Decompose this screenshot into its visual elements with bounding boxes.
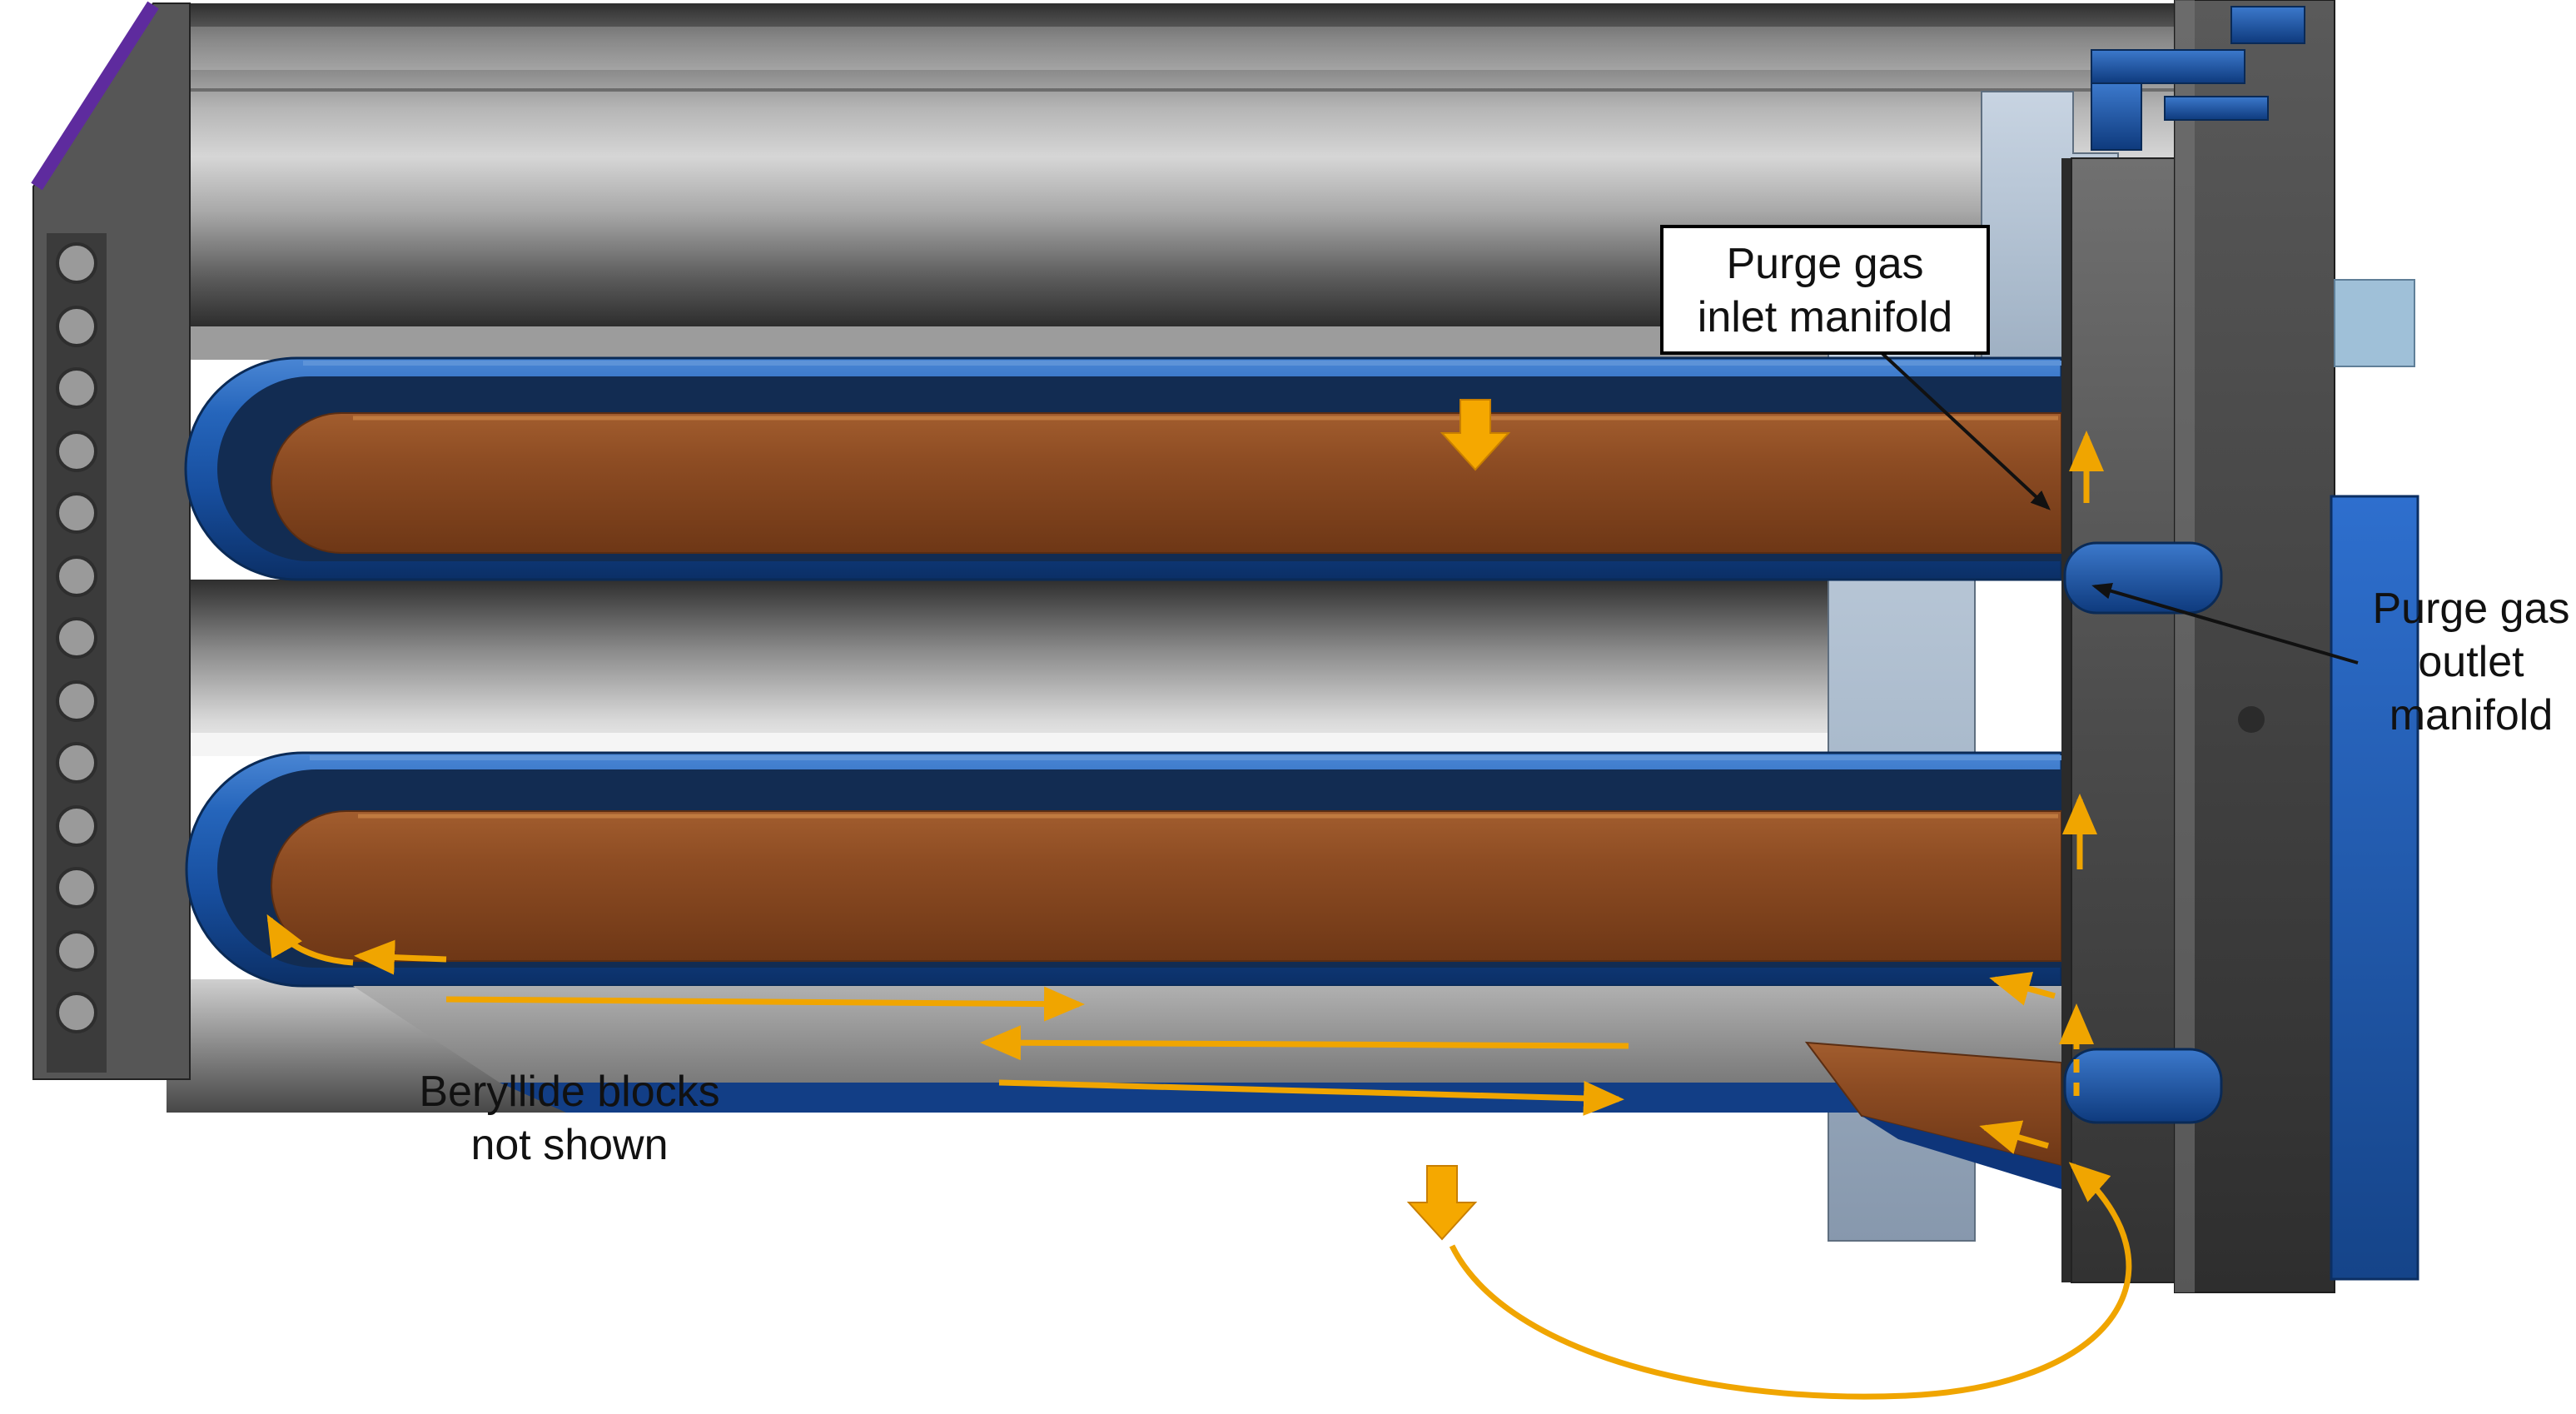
coolant-holes [56, 242, 97, 1033]
lower-wedge-blue-edge [1862, 1116, 2061, 1189]
flow-arrow-into-upper-slab [1989, 972, 2056, 1006]
inlet-label-line1: Purge gas [1726, 240, 1923, 288]
flow-arrow-down-bottom [1406, 1165, 1478, 1241]
flow-arrow-long-right-1 [445, 986, 1085, 1022]
flow-arrow-curl-left-end [266, 914, 354, 966]
inlet-leader-line [1877, 348, 2051, 510]
lower-channel [185, 751, 2063, 1189]
flow-arrow-down-top [1440, 399, 1511, 471]
inlet-label-box [1660, 225, 1990, 355]
annotations: Purge gas inlet manifold Purge gas outle… [419, 225, 2570, 1169]
bolt-hole [2238, 706, 2265, 733]
left-end-plate [31, 1, 191, 1080]
inlet-label-line2: inlet manifold [1698, 293, 1952, 341]
flow-arrow-long-left [980, 1025, 1629, 1061]
manifold-assembly [2061, 0, 2419, 1293]
lower-channel-floor [353, 986, 2061, 1083]
outlet-label-line2: outlet [2418, 638, 2524, 686]
flow-arrow-long-right-2 [998, 1079, 1624, 1116]
beryllide-note-line1: Beryllide blocks [419, 1068, 719, 1116]
outlet-label-line3: manifold [2390, 691, 2554, 739]
back-blue-plate [2330, 495, 2419, 1281]
upper-breeder-slab [271, 412, 2062, 554]
flow-arrow-bottom-loop [1449, 1162, 2132, 1400]
lower-channel-bottom-lip [500, 1083, 2061, 1113]
top-blue-fittings [2091, 6, 2305, 151]
outlet-leader-line [2091, 582, 2359, 665]
lower-breeder-slab [271, 810, 2062, 962]
flow-arrow-into-lower-slab [1979, 1120, 2049, 1154]
outlet-label-line1: Purge gas [2372, 585, 2569, 633]
upper-outlet-stub [2063, 541, 2223, 615]
middle-tube [167, 580, 1932, 756]
beryllide-note-line2: not shown [470, 1121, 668, 1169]
flow-arrows [266, 399, 2132, 1400]
upper-channel [184, 356, 2063, 581]
top-right-steel-piece [2334, 279, 2415, 367]
flow-arrow-short-left [354, 939, 447, 975]
purple-edge [31, 1, 159, 191]
leader-lines [1877, 348, 2359, 665]
lower-outlet-stub [2063, 1048, 2223, 1124]
